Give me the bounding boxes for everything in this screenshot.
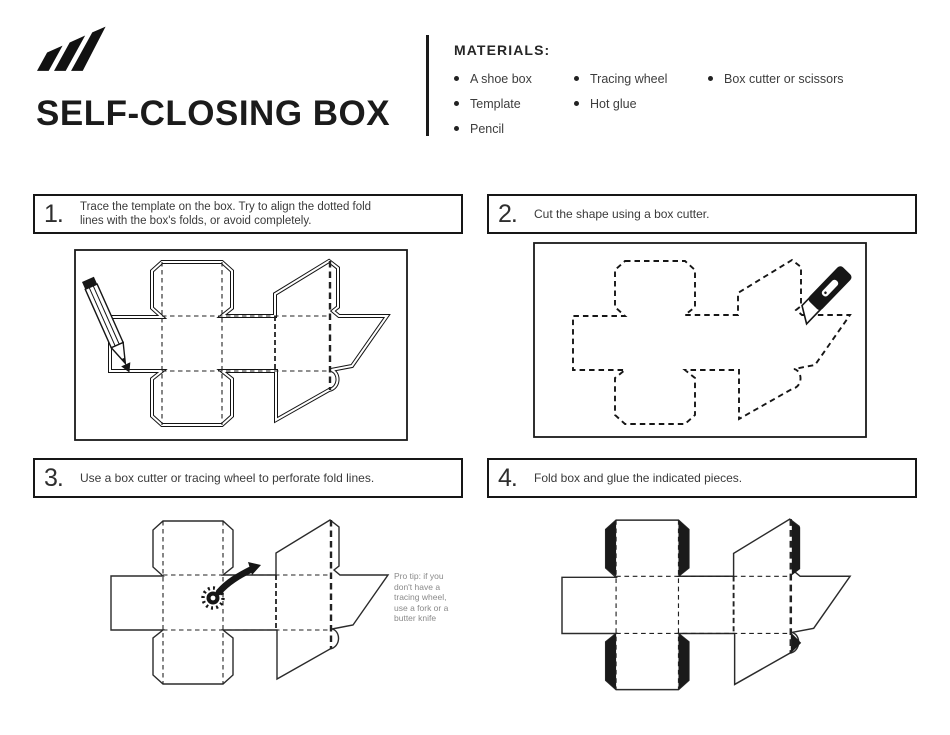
material-item: Template — [454, 91, 532, 116]
material-item: Tracing wheel — [574, 66, 667, 91]
adidas-logo — [37, 26, 106, 71]
step-1-number: 1. — [44, 199, 64, 228]
pro-tip-note: Pro tip: if you don't have a tracing whe… — [394, 571, 449, 623]
tracing-wheel-icon — [201, 562, 261, 610]
material-item: Hot glue — [574, 91, 667, 116]
bullet-icon — [454, 76, 459, 81]
step-4-text: Fold box and glue the indicated pieces. — [534, 471, 743, 485]
template-shape — [572, 258, 852, 425]
page-title: SELF-CLOSING BOX — [36, 94, 391, 133]
template-shape — [110, 519, 390, 685]
step-4-number: 4. — [498, 463, 518, 492]
step-1-text: Trace the template on the box. Try to al… — [80, 201, 372, 227]
step-1-header: 1. Trace the template on the box. Try to… — [33, 194, 463, 234]
material-item: A shoe box — [454, 66, 532, 91]
materials-column-1: A shoe box Template Pencil — [454, 66, 532, 141]
header-divider — [426, 35, 429, 136]
step-4-diagram — [561, 518, 852, 691]
bullet-icon — [574, 101, 579, 106]
step-3-text: Use a box cutter or tracing wheel to per… — [80, 471, 375, 485]
template-shape — [108, 258, 391, 427]
step-3-number: 3. — [44, 463, 64, 492]
step-2-text: Cut the shape using a box cutter. — [534, 207, 710, 221]
materials-column-2: Tracing wheel Hot glue — [574, 66, 667, 116]
step-2-diagram — [533, 242, 867, 438]
material-item: Box cutter or scissors — [708, 66, 843, 91]
materials-heading: MATERIALS: — [454, 42, 551, 58]
materials-column-3: Box cutter or scissors — [708, 66, 843, 91]
material-item: Pencil — [454, 116, 532, 141]
step-3-diagram — [110, 519, 390, 685]
template-shape — [561, 518, 852, 691]
step-3-header: 3. Use a box cutter or tracing wheel to … — [33, 458, 463, 498]
bullet-icon — [708, 76, 713, 81]
box-cutter-icon — [801, 266, 852, 326]
step-2-header: 2. Cut the shape using a box cutter. — [487, 194, 917, 234]
bullet-icon — [454, 126, 459, 131]
bullet-icon — [574, 76, 579, 81]
step-2-number: 2. — [498, 199, 518, 228]
pencil-icon — [82, 276, 131, 373]
step-1-diagram — [74, 249, 408, 441]
bullet-icon — [454, 101, 459, 106]
step-4-header: 4. Fold box and glue the indicated piece… — [487, 458, 917, 498]
